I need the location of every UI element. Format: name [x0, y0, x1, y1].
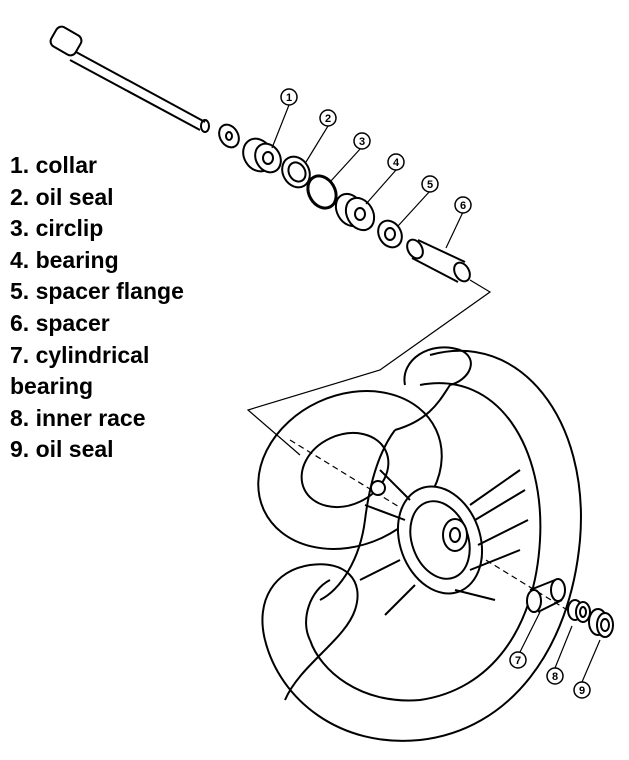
- parts-legend: 1. collar 2. oil seal 3. circlip 4. bear…: [10, 150, 184, 466]
- part-oil-seal-2: [588, 608, 614, 638]
- legend-item: 1. collar: [10, 152, 97, 178]
- callout-2: 2: [325, 113, 331, 125]
- callout-3: 3: [359, 136, 365, 148]
- legend-item: 6. spacer: [10, 309, 110, 336]
- axle: [49, 25, 210, 133]
- part-spacer: [406, 238, 471, 283]
- legend-item: 3. circlip: [10, 215, 104, 242]
- part-spacer-flange: [377, 219, 403, 249]
- part-cylindrical-bearing: [526, 578, 566, 613]
- callout-5: 5: [427, 179, 433, 191]
- legend-item: 5. spacer flange: [10, 278, 184, 305]
- legend-item: bearing: [10, 373, 94, 400]
- legend-item: 9. oil seal: [10, 436, 114, 463]
- wheel: [257, 346, 582, 742]
- part-oil-seal: [281, 155, 311, 189]
- part-bearing: [334, 192, 376, 232]
- callout-6: 6: [460, 200, 466, 212]
- legend-item: 7. cylindrical: [10, 341, 150, 368]
- callout-7: 7: [515, 655, 521, 667]
- legend-item: 8. inner race: [10, 404, 146, 431]
- callout-1: 1: [286, 92, 292, 104]
- part-circlip: [306, 174, 338, 210]
- callout-8: 8: [552, 671, 558, 683]
- part-collar: [242, 137, 282, 174]
- callout-9: 9: [579, 685, 585, 697]
- legend-item: 4. bearing: [10, 246, 119, 273]
- callout-4: 4: [393, 157, 400, 169]
- part-inner-race: [567, 599, 591, 623]
- legend-item: 2. oil seal: [10, 183, 114, 210]
- washer: [218, 123, 240, 149]
